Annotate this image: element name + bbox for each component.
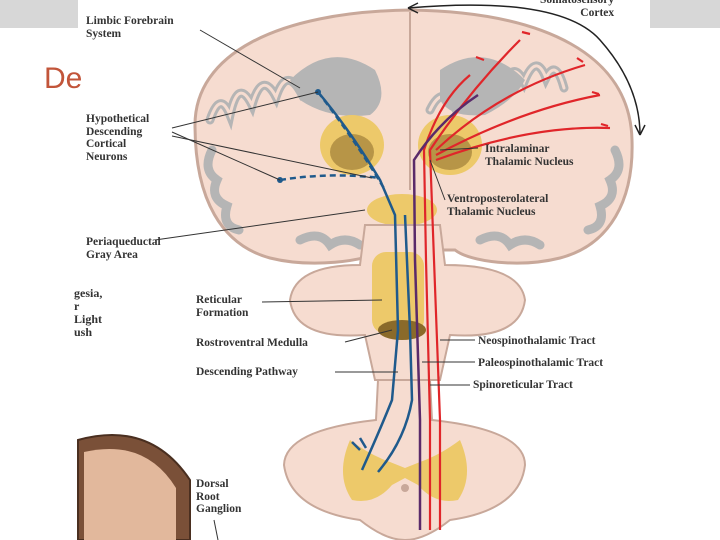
slide-header-bar-left	[0, 0, 78, 28]
label-limbic-forebrain: Limbic Forebrain System	[86, 15, 174, 40]
left-text-line-1: gesia,	[74, 286, 103, 300]
descending-blue-pathways	[279, 91, 414, 473]
label-ventroposterolateral: Ventroposterolateral Thalamic Nucleus	[447, 193, 549, 218]
slide-header-bar-right	[650, 0, 720, 28]
left-text-line-4: ush	[74, 325, 93, 339]
spinal-cord	[282, 379, 527, 540]
spinal-gray-matter	[342, 440, 468, 501]
slide-title: De	[44, 62, 83, 95]
paleospinothalamic-tract	[412, 93, 479, 530]
label-intralaminar: Intralaminar Thalamic Nucleus	[485, 143, 574, 168]
left-text-line-2: r	[74, 299, 80, 313]
label-neospinothalamic: Neospinothalamic Tract	[478, 335, 596, 347]
label-descending-pathway: Descending Pathway	[196, 366, 298, 378]
left-text-line-3: Light	[74, 312, 103, 326]
periaqueductal-gray	[367, 194, 437, 226]
rostroventral-medulla	[378, 320, 426, 340]
label-dorsal-root-ganglion: Dorsal Root Ganglion	[196, 478, 242, 515]
label-hypothetical-descending: Hypothetical Descending Cortical Neurons	[86, 113, 150, 163]
limbic-gray-area	[290, 57, 382, 116]
label-reticular-formation: Reticular Formation	[196, 294, 249, 319]
label-somatosensory-cortex: Somatosensory Cortex	[540, 0, 615, 19]
somatosensory-arrow	[407, 4, 641, 136]
label-periaqueductal: Periaqueductal Gray Area	[86, 236, 161, 261]
label-paleospinothalamic: Paleospinothalamic Tract	[478, 357, 604, 369]
label-rostroventral-medulla: Rostroventral Medulla	[196, 337, 308, 349]
label-leader-lines	[154, 29, 479, 540]
label-spinoreticular: Spinoreticular Tract	[473, 379, 573, 391]
